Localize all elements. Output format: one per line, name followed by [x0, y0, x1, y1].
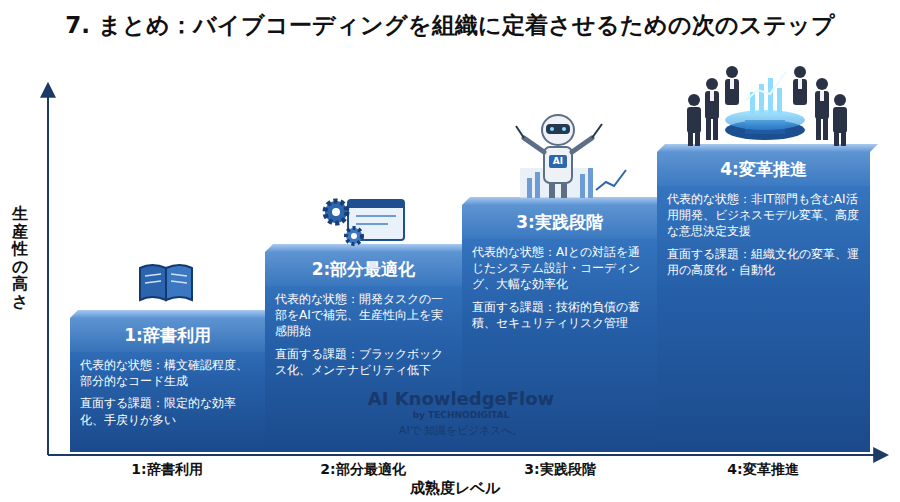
axis-title: 生産性の高さ	[12, 205, 28, 311]
maturity-step: 4:変革推進代表的な状態：非IT部門も含むAI活用開発、ビジネスモデル変革、高度…	[657, 152, 870, 452]
brand-tagline: AIで 知識をビジネスへ。	[272, 423, 650, 438]
axis-tick: 2:部分最適化	[273, 461, 453, 479]
axis-tick: 1:辞書利用	[77, 461, 257, 479]
step-top	[70, 310, 273, 318]
step-top	[265, 244, 470, 252]
y-axis	[47, 85, 49, 455]
step-issue: 直面する課題：技術的負債の蓄積、セキュリティリスク管理	[472, 299, 647, 331]
title: 7. まとめ：バイブコーディングを組織に定着させるための次のステップ	[0, 10, 900, 41]
brand-byline: by TECHNODIGITAL	[272, 410, 650, 420]
book-icon	[140, 265, 192, 300]
robot-chest-label: AI	[549, 155, 567, 168]
axis-title: 成熟度レベル	[355, 479, 555, 498]
step-heading: 4:変革推進	[657, 152, 870, 186]
robot-illustration	[516, 115, 626, 198]
team-illustration	[687, 66, 847, 146]
gear-icon	[325, 200, 404, 244]
maturity-step: 1:辞書利用代表的な状態：構文確認程度、部分的なコード生成直面する課題：限定的な…	[70, 318, 265, 452]
step-heading: 1:辞書利用	[70, 318, 265, 352]
axis-tick: 4:変革推進	[673, 461, 853, 479]
step-issue: 直面する課題：限定的な効率化、手戻りが多い	[80, 395, 255, 427]
step-state: 代表的な状態：開発タスクの一部をAIで補完、生産性向上を実感開始	[275, 291, 452, 340]
step-top	[462, 197, 665, 205]
axis-tick: 3:実践段階	[470, 461, 650, 479]
step-issue: 直面する課題：組織文化の変革、運用の高度化・自動化	[667, 246, 860, 278]
maturity-step: 2:部分最適化代表的な状態：開発タスクの一部をAIで補完、生産性向上を実感開始直…	[265, 252, 462, 452]
step-state: 代表的な状態：非IT部門も含むAI活用開発、ビジネスモデル変革、高度な意思決定支…	[667, 191, 860, 240]
step-issue: 直面する課題：ブラックボックス化、メンテナビリティ低下	[275, 346, 452, 378]
x-axis	[48, 454, 886, 456]
step-state: 代表的な状態：AIとの対話を通じたシステム設計・コーディング、大幅な効率化	[472, 244, 647, 293]
brand-name: AI KnowledgeFlow	[272, 388, 650, 409]
step-state: 代表的な状態：構文確認程度、部分的なコード生成	[80, 357, 255, 389]
step-heading: 3:実践段階	[462, 205, 657, 239]
step-heading: 2:部分最適化	[265, 252, 462, 286]
